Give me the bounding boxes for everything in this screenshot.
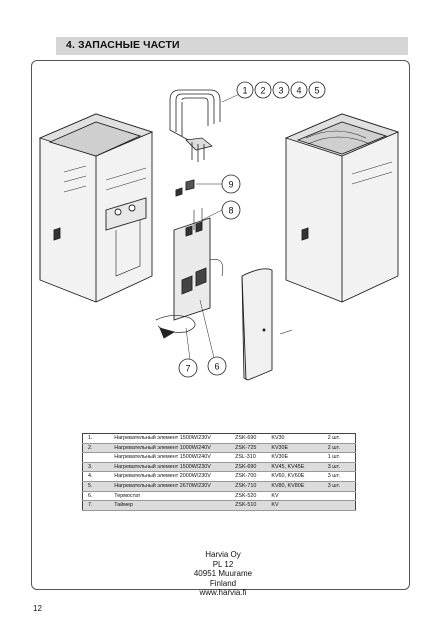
parts-cell-code: ZSK-520 bbox=[235, 492, 257, 499]
parts-cell-model: KV30E bbox=[271, 454, 289, 461]
callout-group bbox=[178, 81, 326, 378]
callout-label-5: 5 bbox=[314, 86, 319, 96]
parts-cell-desc: Нагревательный элемент 1000W/240V bbox=[112, 443, 234, 453]
parts-cell-desc: Нагревательный элемент 2000W/230V bbox=[114, 473, 211, 480]
callout-label-9: 9 bbox=[228, 180, 233, 190]
parts-cell-model: KV bbox=[269, 500, 326, 511]
control-unit-illustration bbox=[173, 208, 224, 321]
callout-label-2: 2 bbox=[260, 86, 265, 96]
parts-table-row: 6. Термостат ZSK-520 KV bbox=[82, 491, 356, 501]
callout-2 bbox=[254, 81, 272, 99]
heating-elements-illustration bbox=[169, 89, 221, 162]
parts-table-row: 1. Нагревательный элемент 1500W/230V ZSK-6… bbox=[82, 434, 356, 444]
section-title: 4. ЗАПАСНЫЕ ЧАСТИ bbox=[66, 39, 180, 51]
parts-cell-qty: 2 шт. bbox=[327, 435, 340, 441]
cover-panel-illustration bbox=[241, 268, 293, 381]
parts-cell-qty bbox=[325, 500, 356, 511]
callout-label-6: 6 bbox=[214, 362, 219, 372]
address-po-box: PL 12 bbox=[212, 559, 234, 569]
parts-cell-qty: 3 шт. bbox=[325, 481, 356, 492]
illustration-frame bbox=[31, 60, 410, 590]
parts-cell-qty: 3 шт. bbox=[325, 462, 356, 472]
address-country: Finland bbox=[209, 578, 237, 588]
parts-cell-num: 7. bbox=[82, 500, 113, 511]
callout-6 bbox=[207, 356, 227, 376]
callout-label-7: 7 bbox=[185, 364, 190, 374]
parts-cell-model: KV30E bbox=[269, 443, 326, 453]
spare-parts-diagram: 1 2 3 4 5 9 8 7 6 bbox=[38, 81, 400, 381]
parts-cell-code: ZSK-690 bbox=[233, 462, 270, 472]
parts-cell-num: 2. bbox=[82, 443, 113, 453]
parts-cell-qty: 1 шт. bbox=[327, 454, 340, 461]
parts-table-row: 4. Нагревательный элемент 2000W/230V ZSK-7… bbox=[82, 472, 356, 482]
callout-9 bbox=[221, 174, 241, 194]
callout-label-1: 1 bbox=[242, 86, 247, 96]
parts-cell-model: KV80, KV80E bbox=[269, 481, 326, 492]
parts-cell-qty: 3 шт. bbox=[327, 473, 340, 480]
parts-cell-num bbox=[83, 453, 113, 463]
address-city: 40951 Muurame bbox=[193, 569, 253, 579]
address-company: Harvia Oy bbox=[205, 550, 241, 559]
parts-cell-desc: Нагревательный элемент 1500W/230V bbox=[112, 462, 234, 472]
parts-cell-num: 5. bbox=[82, 481, 113, 492]
parts-cell-num: 3. bbox=[82, 462, 113, 472]
page-number: 12 bbox=[33, 604, 42, 613]
parts-table-row: Нагревательный элемент 1500W/240V ZSL-310… bbox=[82, 453, 356, 463]
parts-cell-code: ZSK-690 bbox=[235, 435, 257, 441]
parts-cell-model: KV45, KV45E bbox=[269, 462, 326, 472]
parts-cell-code: ZSK-510 bbox=[233, 500, 270, 511]
callout-labels: 1 2 3 4 5 9 8 7 6 bbox=[185, 86, 319, 374]
callout-4 bbox=[290, 81, 308, 99]
parts-cell-code: ZSL-310 bbox=[235, 454, 256, 461]
callout-8 bbox=[221, 200, 241, 220]
address-website: www.harvia.fi bbox=[199, 588, 247, 598]
callout-3 bbox=[272, 81, 290, 99]
callout-5 bbox=[308, 81, 326, 99]
parts-cell-num: 1. bbox=[88, 435, 93, 441]
section-header-bar bbox=[56, 37, 408, 55]
parts-cell-model: KV60, KV60E bbox=[271, 473, 305, 480]
parts-cell-model: KV30 bbox=[271, 435, 285, 441]
parts-cell-code: ZSK-700 bbox=[235, 473, 257, 480]
callout-1 bbox=[236, 81, 254, 99]
parts-cell-desc: Нагревательный элемент 1500W/230V bbox=[114, 435, 211, 441]
callout-7 bbox=[178, 358, 198, 378]
parts-cell-desc: Термостат bbox=[114, 492, 141, 499]
manufacturer-address: Harvia Oy PL 12 40951 Muurame Finland ww… bbox=[0, 550, 446, 598]
parts-cell-desc: Нагревательный элемент 1500W/240V bbox=[114, 454, 211, 461]
right-heater-illustration bbox=[284, 113, 400, 303]
parts-cell-desc: Нагревательный элемент 2670W/230V bbox=[112, 481, 234, 492]
callout-label-4: 4 bbox=[296, 86, 301, 96]
parts-cell-num: 6. bbox=[88, 492, 93, 499]
parts-cell-model: KV bbox=[271, 492, 279, 499]
parts-cell-num: 4. bbox=[88, 473, 93, 480]
parts-cell-code: ZSK-725 bbox=[233, 443, 270, 453]
parts-cell-desc: Таймер bbox=[112, 500, 234, 511]
parts-cell-qty: 2 шт. bbox=[325, 443, 356, 453]
callout-label-8: 8 bbox=[228, 206, 233, 216]
callout-label-3: 3 bbox=[278, 86, 283, 96]
left-heater-illustration bbox=[38, 113, 154, 303]
parts-cell-qty bbox=[326, 491, 356, 501]
parts-cell-code: ZSK-710 bbox=[233, 481, 270, 492]
